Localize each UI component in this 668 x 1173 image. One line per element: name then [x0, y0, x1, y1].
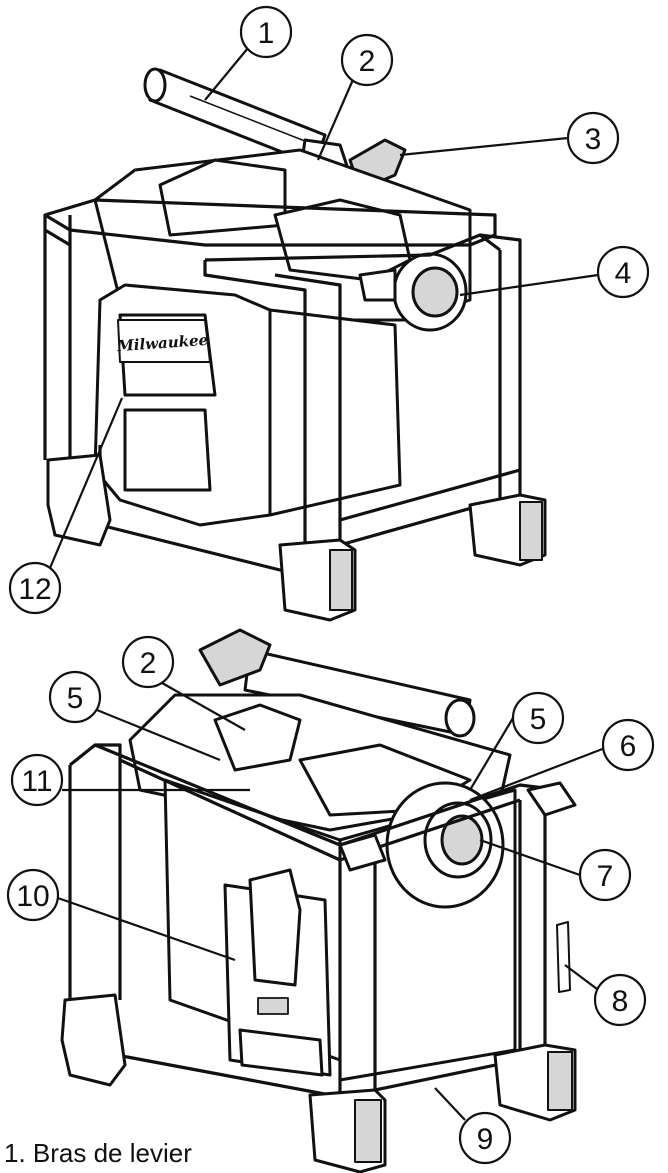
svg-text:9: 9 [477, 1123, 494, 1156]
feet-bottom [60, 993, 577, 1173]
svg-text:11: 11 [21, 765, 52, 798]
svg-text:7: 7 [597, 860, 614, 893]
lever-arm [143, 67, 327, 167]
svg-text:6: 6 [620, 730, 637, 763]
callout-11: 11 [10, 753, 64, 807]
feet-top [46, 453, 547, 622]
logo-plate [117, 319, 211, 363]
callout-4: 4 [596, 245, 650, 299]
svg-text:5: 5 [67, 682, 84, 715]
svg-text:1: 1 [258, 17, 275, 50]
callout-2b: 2 [121, 635, 175, 689]
svg-text:2: 2 [140, 647, 157, 680]
svg-text:8: 8 [612, 985, 629, 1018]
svg-text:5: 5 [530, 703, 547, 736]
port-top [358, 252, 468, 332]
callout-1: 1 [239, 5, 293, 59]
callout-10: 10 [6, 868, 60, 922]
svg-text:4: 4 [615, 257, 632, 290]
svg-text:3: 3 [585, 123, 602, 156]
callout-2: 2 [340, 33, 394, 87]
handle-bottom [198, 628, 476, 738]
svg-text:2: 2 [359, 45, 376, 78]
callouts-top: 1 2 3 4 12 [8, 5, 650, 615]
figure-bottom [54, 628, 606, 1173]
latch [556, 921, 571, 993]
callout-6: 6 [601, 718, 655, 772]
svg-text:10: 10 [16, 880, 49, 913]
callout-8: 8 [593, 973, 647, 1027]
callout-7: 7 [578, 848, 632, 902]
callout-3: 3 [566, 111, 620, 165]
callouts-bottom: 2 5 5 6 11 10 7 8 [6, 635, 655, 1165]
leaders-top [48, 47, 599, 569]
callout-9: 9 [458, 1111, 512, 1165]
svg-text:12: 12 [18, 573, 51, 606]
callout-5a: 5 [48, 670, 102, 724]
figure-top [43, 47, 599, 622]
port-bottom [385, 781, 505, 909]
callout-5b: 5 [511, 691, 565, 745]
battery-pack [223, 868, 332, 1077]
callout-12: 12 [8, 561, 62, 615]
legend-item-1: 1. Bras de levier [4, 1138, 192, 1168]
